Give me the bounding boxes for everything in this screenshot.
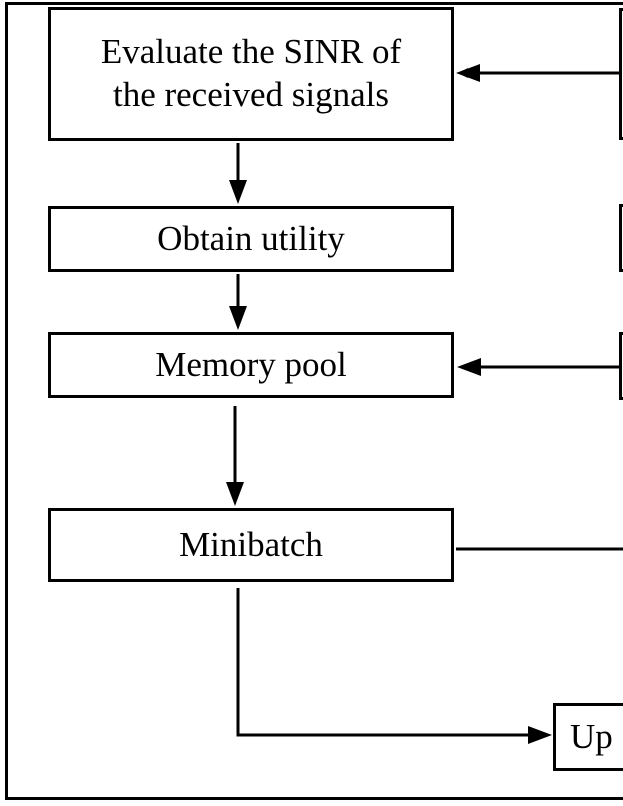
minibatch-box: Minibatch [48, 508, 454, 582]
right-box-mid-upper [619, 204, 623, 272]
right-box-top [619, 8, 623, 140]
update-label: Up [570, 717, 613, 756]
right-box-mid-lower [619, 332, 623, 400]
obtain-utility-box: Obtain utility [48, 206, 454, 272]
memory-pool-box: Memory pool [48, 332, 454, 398]
minibatch-label: Minibatch [179, 524, 323, 564]
memory-pool-label: Memory pool [155, 344, 347, 384]
outer-frame [5, 2, 623, 800]
obtain-utility-label: Obtain utility [157, 218, 345, 258]
evaluate-sinr-line2: the received signals [112, 75, 389, 114]
evaluate-sinr-line1: Evaluate the SINR of [100, 32, 402, 72]
update-box-partial: Up [553, 703, 623, 771]
evaluate-sinr-box: Evaluate the SINR of the received signal… [48, 7, 454, 141]
